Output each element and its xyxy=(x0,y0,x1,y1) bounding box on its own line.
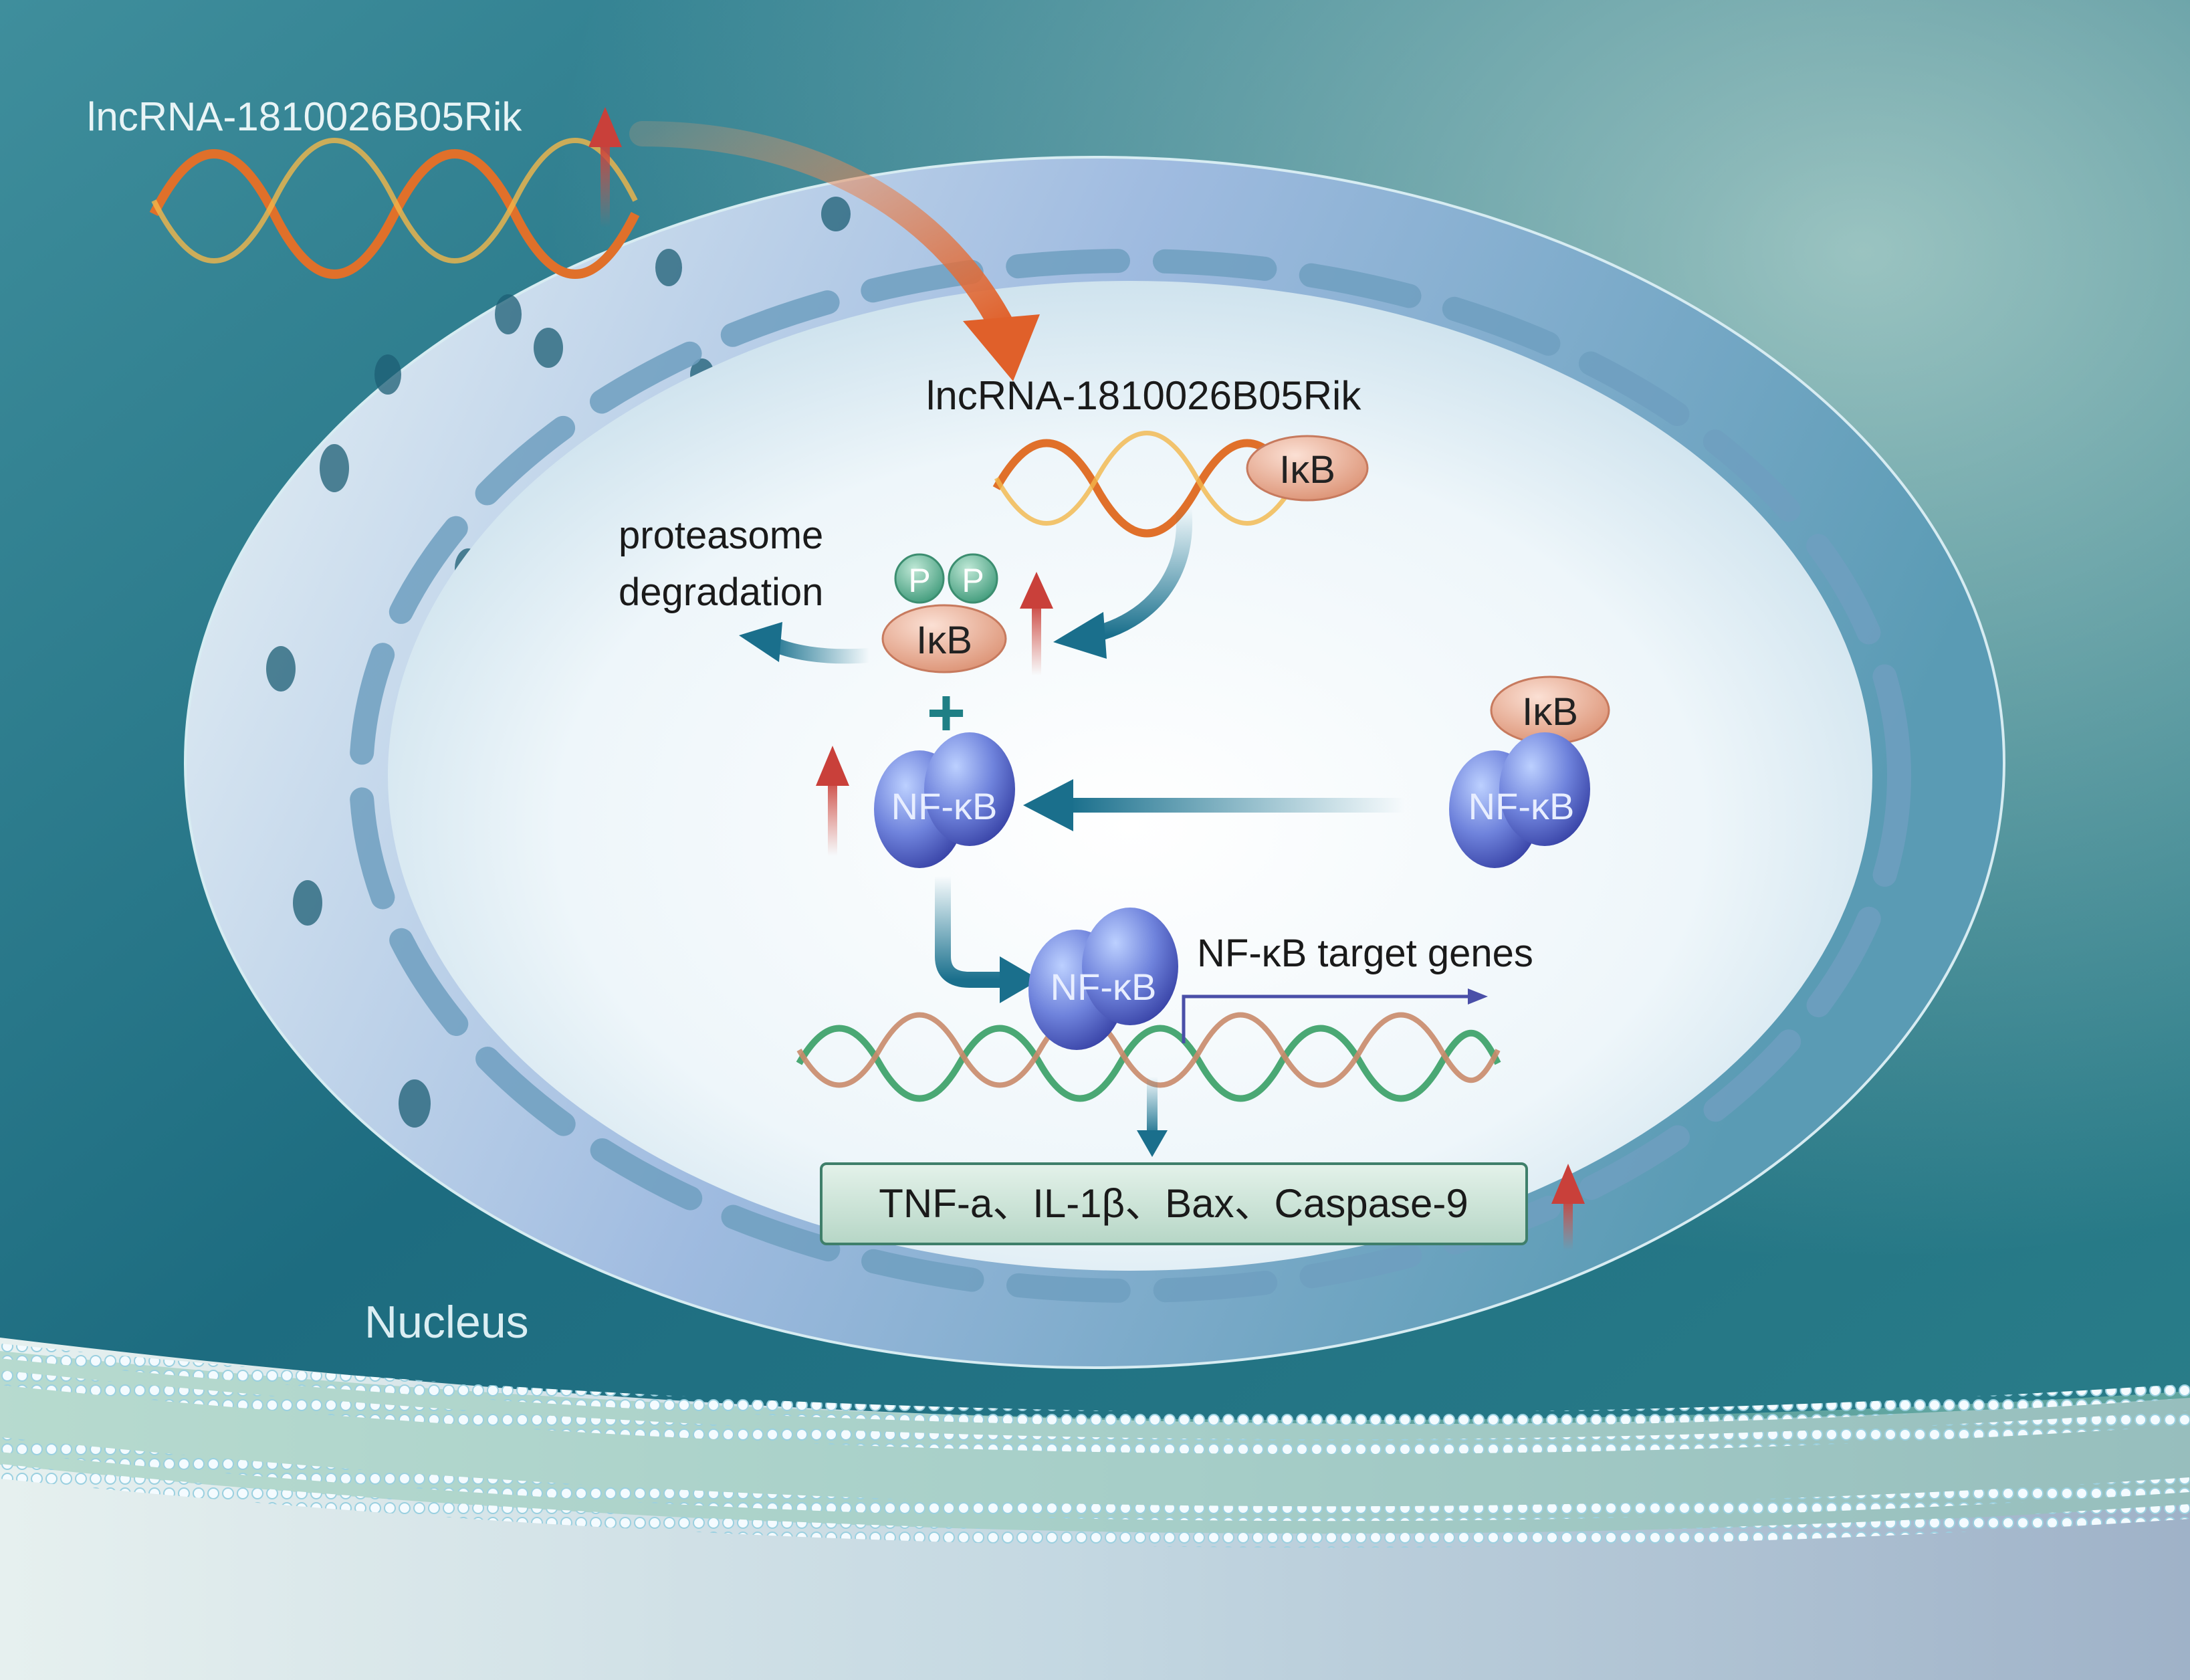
nfkb-complex-protein: NF-κB xyxy=(1449,732,1590,868)
up-arrow-outer xyxy=(588,107,622,227)
phospho-left-label: P xyxy=(908,562,930,599)
nfkb-freed-protein: NF-κB xyxy=(874,732,1015,868)
membrane-beads-outer xyxy=(0,1344,2190,1428)
ikb-complex-protein: IκB xyxy=(1490,675,1610,745)
up-arrow-ikb xyxy=(1020,572,1053,675)
nucleoplasm xyxy=(388,281,1872,1271)
output-genes-box: TNF-a、IL-1β、Bax、Caspase-9 xyxy=(820,1162,1528,1245)
binding-arrow xyxy=(1053,500,1193,659)
output-genes-label: TNF-a、IL-1β、Bax、Caspase-9 xyxy=(879,1181,1468,1226)
ikb-complex-label: IκB xyxy=(1522,690,1578,734)
expression-arrow xyxy=(1137,1077,1168,1157)
nfkb-dna-label: NF-κB xyxy=(1051,966,1157,1008)
proteasome-label-line1: proteasome xyxy=(619,514,823,557)
ikb-bound-protein: IκB xyxy=(1246,435,1369,502)
membrane-beads-inner xyxy=(0,1437,2190,1521)
nfkb-freed-label: NF-κB xyxy=(891,785,998,827)
release-arrow xyxy=(1023,779,1404,831)
nfkb-dna-protein: NF-κB xyxy=(1028,908,1178,1050)
target-genes-label: NF-κB target genes xyxy=(1197,932,1533,975)
phospho-right-label: P xyxy=(962,562,984,599)
up-arrow-nfkb xyxy=(816,746,849,856)
degradation-arrow xyxy=(739,622,877,664)
proteasome-label-line2: degradation xyxy=(619,570,823,614)
lncrna-inner-strand xyxy=(992,431,1301,538)
ikb-free-label: IκB xyxy=(916,619,972,662)
import-arrow xyxy=(629,121,1040,381)
inner-membrane xyxy=(349,249,1911,1303)
phospho-left xyxy=(894,553,945,604)
nfkb-complex-label: NF-κB xyxy=(1468,785,1575,827)
translocation-arrow xyxy=(935,868,1040,1003)
ikb-bound-label: IκB xyxy=(1279,448,1335,492)
membrane-beads-outer-2 xyxy=(0,1370,2190,1455)
lncrna-inner-label: lncRNA-1810026B05Rik xyxy=(926,373,1361,418)
up-arrow-genes xyxy=(1551,1164,1585,1251)
membrane-beads-inner-2 xyxy=(0,1464,2190,1548)
lncrna-outer-label: lncRNA-1810026B05Rik xyxy=(87,94,522,139)
phospho-right xyxy=(948,553,998,604)
transcription-arrow xyxy=(1182,988,1488,1043)
lncrna-outer-strand xyxy=(149,138,640,279)
phospho-group: P P xyxy=(894,553,998,604)
ikb-free-protein: IκB xyxy=(881,604,1007,673)
nucleus-label: Nucleus xyxy=(364,1297,529,1348)
